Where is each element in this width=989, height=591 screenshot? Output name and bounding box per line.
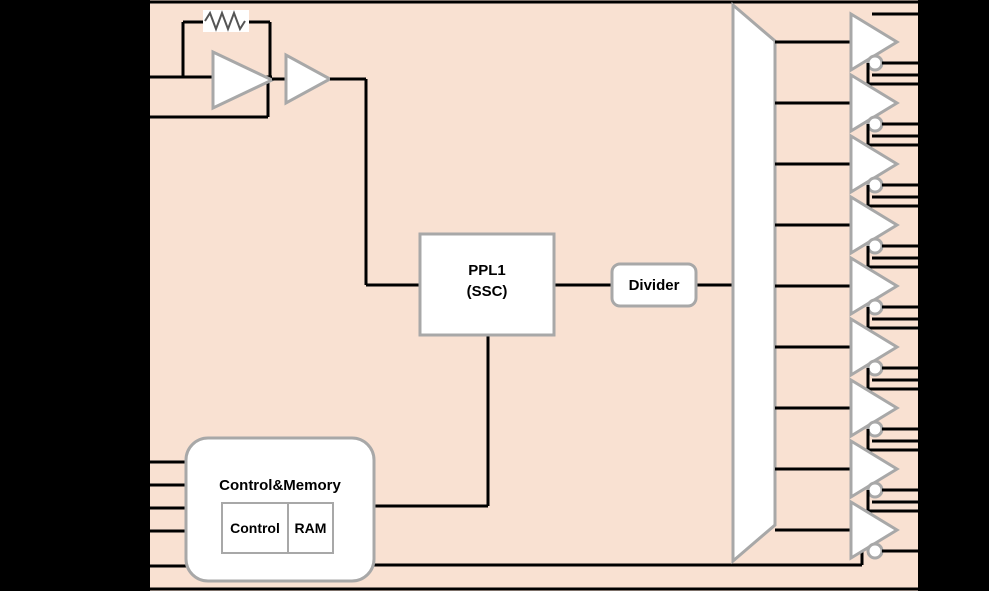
pll-block <box>418 232 556 337</box>
control-subblock <box>221 502 289 554</box>
invert-bubble-5-icon <box>866 298 884 316</box>
output-stage-1 <box>775 11 918 86</box>
output-stage-2 <box>775 72 918 147</box>
divider-label: Divider <box>628 277 680 294</box>
divider-block <box>610 262 698 308</box>
output-stage-3 <box>775 133 918 208</box>
invert-bubble-8-icon <box>866 481 884 499</box>
pll-label-line2: (SSC) <box>466 283 508 300</box>
pll-label-line1: PPL1 <box>468 262 506 279</box>
ram-subblock-label: RAM <box>294 520 327 536</box>
output-stage-6 <box>775 316 918 391</box>
control-memory-title: Control&Memory <box>219 477 341 494</box>
invert-bubble-3-icon <box>866 176 884 194</box>
invert-bubble-6-icon <box>866 359 884 377</box>
invert-bubble-9-icon <box>866 542 884 560</box>
fanout-buffer-icon <box>731 1 777 565</box>
output-stage-7 <box>775 377 918 452</box>
buffer-amplifier-icon <box>284 52 334 106</box>
output-stage-9 <box>775 499 918 561</box>
output-stage-4 <box>775 194 918 269</box>
invert-bubble-4-icon <box>866 237 884 255</box>
control-subblock-label: Control <box>230 520 280 536</box>
invert-bubble-7-icon <box>866 420 884 438</box>
output-stage-8 <box>775 438 918 513</box>
feedback-resistor-icon <box>204 10 246 32</box>
oscillator-amplifier-icon <box>211 49 276 111</box>
invert-bubble-1-icon <box>866 54 884 72</box>
output-stage-5 <box>775 255 918 330</box>
ram-subblock <box>287 502 334 554</box>
invert-bubble-2-icon <box>866 115 884 133</box>
